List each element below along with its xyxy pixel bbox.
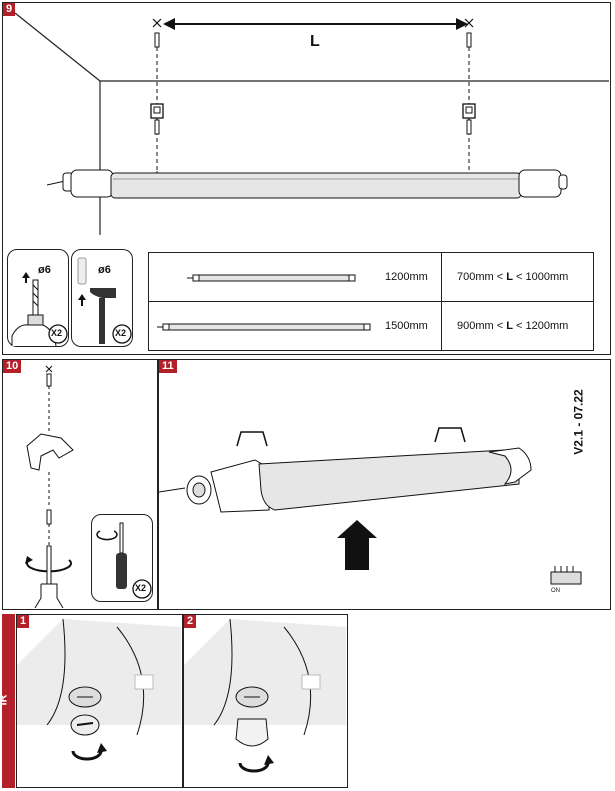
drill-icon <box>11 272 68 346</box>
drill-size-label: ø6 <box>38 264 51 276</box>
hammer-box: ø6 X2 <box>71 249 133 347</box>
drill-count-label: X2 <box>51 328 63 338</box>
drill-box: ø6 X2 <box>7 249 69 347</box>
spacing-table: 1200mm 1500mm 700mm < L < 1000mm 900mm <… <box>148 252 594 351</box>
screwdriver-count-label: X2 <box>135 583 147 593</box>
ir-step-2-panel: 2 <box>183 614 348 788</box>
drill-point-left <box>152 18 162 28</box>
step-11-badge: 11 <box>159 360 177 373</box>
version-label: V2.1 - 07.22 <box>571 389 586 455</box>
step-11-panel: 11 V2.1 - 07.22 ON <box>158 359 611 610</box>
range-row-1: 700mm < L < 1000mm <box>457 271 569 283</box>
ir-step-1-panel: 1 <box>16 614 183 788</box>
ir-step-1-badge: 1 <box>17 615 30 628</box>
length-label: L <box>310 33 320 50</box>
ceiling-install-illustration <box>14 12 609 235</box>
clip-mount-illustration <box>25 365 74 608</box>
step-9-panel: 9 <box>2 2 611 355</box>
sensor-install-illustration <box>184 618 346 773</box>
screwdriver-icon <box>96 522 152 599</box>
range-row-2: 900mm < L < 1200mm <box>457 320 569 332</box>
drill-point-right <box>464 18 474 28</box>
connector-label: ON <box>551 588 560 594</box>
step-9-badge: 9 <box>3 3 16 16</box>
hammer-count-label: X2 <box>115 328 127 338</box>
hammer-size-label: ø6 <box>98 264 111 276</box>
step-10-panel: 10 X2 <box>2 359 158 610</box>
ir-step-2-badge: 2 <box>184 615 197 628</box>
step-10-badge: 10 <box>3 360 22 373</box>
screwdriver-box: X2 <box>91 514 153 602</box>
tube-length-1200: 1200mm <box>385 271 428 283</box>
ir-side-strip: IR <box>0 614 15 788</box>
tube-illustrations <box>157 274 371 331</box>
tube-length-1500: 1500mm <box>385 320 428 332</box>
ir-side-label: IR <box>0 694 10 706</box>
hammer-icon <box>77 257 132 344</box>
sensor-cap-remove-illustration <box>17 618 181 761</box>
fixture-clip-illustration <box>159 427 582 585</box>
